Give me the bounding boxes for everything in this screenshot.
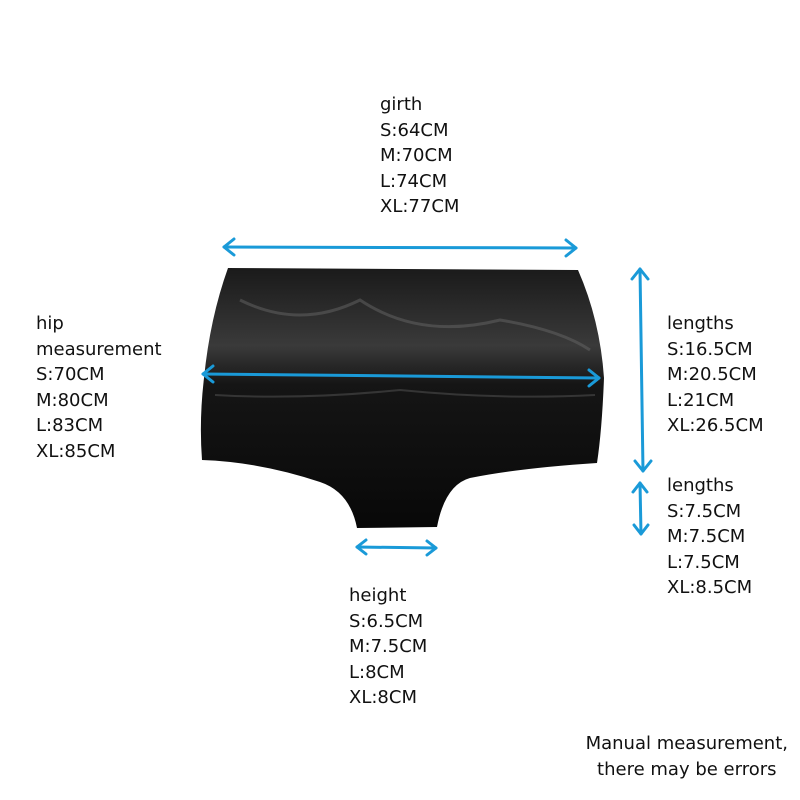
measurement-disclaimer: Manual measurement, there may be errors (586, 731, 788, 783)
shorts-image (200, 268, 604, 528)
disclaimer-line-1: Manual measurement, (585, 733, 788, 754)
girth-size-s: S:64CM (380, 119, 449, 141)
lengths-lower-size-s: S:7.5CM (667, 500, 742, 522)
hip-title-1: hip (36, 313, 64, 334)
lengths-upper-size-l: L:21CM (667, 389, 735, 411)
hip-label: hip measurement S:70CM M:80CM L:83CM XL:… (36, 311, 162, 464)
lengths-upper-size-m: M:20.5CM (667, 364, 757, 385)
hip-arrow (201, 364, 601, 388)
hip-title-2: measurement (36, 338, 162, 360)
lengths-lower-title: lengths (667, 475, 734, 496)
height-arrow (355, 538, 438, 557)
height-size-xl: XL:8CM (349, 687, 417, 708)
girth-size-m: M:70CM (380, 145, 453, 166)
lengths-upper-arrow (630, 267, 653, 473)
lengths-lower-size-m: M:7.5CM (667, 526, 746, 547)
girth-size-xl: XL:77CM (380, 196, 460, 217)
girth-size-l: L:74CM (380, 170, 448, 192)
hip-size-m: M:80CM (36, 389, 109, 411)
lengths-upper-size-s: S:16.5CM (667, 338, 753, 360)
height-size-s: S:6.5CM (349, 610, 424, 632)
lengths-lower-size-l: L:7.5CM (667, 551, 740, 573)
lengths-upper-label: lengths S:16.5CM M:20.5CM L:21CM XL:26.5… (667, 311, 764, 439)
height-label: height S:6.5CM M:7.5CM L:8CM XL:8CM (349, 583, 427, 711)
girth-arrow (222, 237, 578, 258)
lengths-lower-label: lengths S:7.5CM M:7.5CM L:7.5CM XL:8.5CM (667, 473, 752, 601)
girth-label: girth S:64CM M:70CM L:74CM XL:77CM (380, 92, 459, 220)
lengths-upper-size-xl: XL:26.5CM (667, 415, 764, 436)
height-title: height (349, 585, 407, 606)
disclaimer-line-2: there may be errors (597, 759, 777, 780)
girth-title: girth (380, 94, 423, 115)
hip-size-l: L:83CM (36, 415, 104, 436)
hip-size-s: S:70CM (36, 364, 105, 385)
height-size-m: M:7.5CM (349, 636, 428, 657)
lengths-lower-size-xl: XL:8.5CM (667, 577, 753, 598)
height-size-l: L:8CM (349, 661, 405, 683)
lengths-upper-title: lengths (667, 313, 734, 334)
lengths-lower-arrow (631, 481, 650, 536)
hip-size-xl: XL:85CM (36, 440, 116, 462)
